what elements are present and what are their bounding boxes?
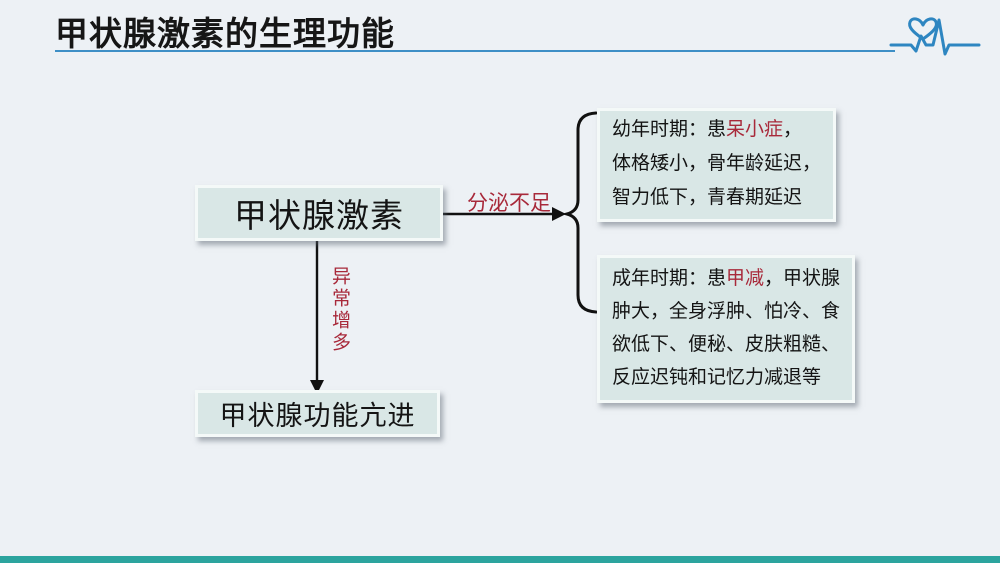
young-line1-prefix: 幼年时期：患 [612, 119, 727, 140]
heart-ecg-icon [889, 17, 981, 56]
adult-line-4: 反应迟钝和记忆力减退等 [612, 367, 822, 388]
adult-line-3: 欲低下、便秘、皮肤粗糙、 [612, 334, 841, 355]
adult-line1-suffix: ，甲状腺 [764, 268, 841, 289]
adult-line1-prefix: 成年时期：患 [612, 268, 727, 289]
main-box-label: 甲状腺激素 [234, 197, 404, 234]
flow-arrow-down [310, 241, 324, 394]
title-underline [55, 50, 895, 52]
hyperthyroidism-label: 甲状腺功能亢进 [219, 401, 416, 431]
abnormal-increase-label: 异常增多 [329, 266, 350, 354]
hyperthyroidism-box: 甲状腺功能亢进 [195, 390, 440, 437]
young-line-3: 智力低下，青春期延迟 [612, 187, 803, 208]
young-line-2: 体格矮小，骨年龄延迟， [612, 153, 822, 174]
young-line1-suffix: ， [783, 119, 803, 140]
brace-bracket [561, 111, 598, 314]
adult-line-1: 成年时期：患甲减，甲状腺 [612, 262, 840, 295]
page-title: 甲状腺激素的生理功能 [55, 15, 395, 52]
young-highlight: 呆小症 [726, 119, 784, 140]
adult-line-2: 肿大，全身浮肿、怕冷、食 [612, 301, 841, 322]
main-box-thyroid-hormone: 甲状腺激素 [195, 185, 443, 241]
young-line-1: 幼年时期：患呆小症， [612, 113, 821, 147]
footer-accent-bar [0, 556, 1000, 563]
secretion-insufficient-label: 分泌不足 [467, 192, 551, 215]
adult-period-box: 成年时期：患甲减，甲状腺 肿大，全身浮肿、怕冷、食 欲低下、便秘、皮肤粗糙、 反… [597, 255, 856, 403]
adult-highlight: 甲减 [726, 268, 765, 289]
young-period-box: 幼年时期：患呆小症， 体格矮小，骨年龄延迟， 智力低下，青春期延迟 [597, 108, 837, 222]
